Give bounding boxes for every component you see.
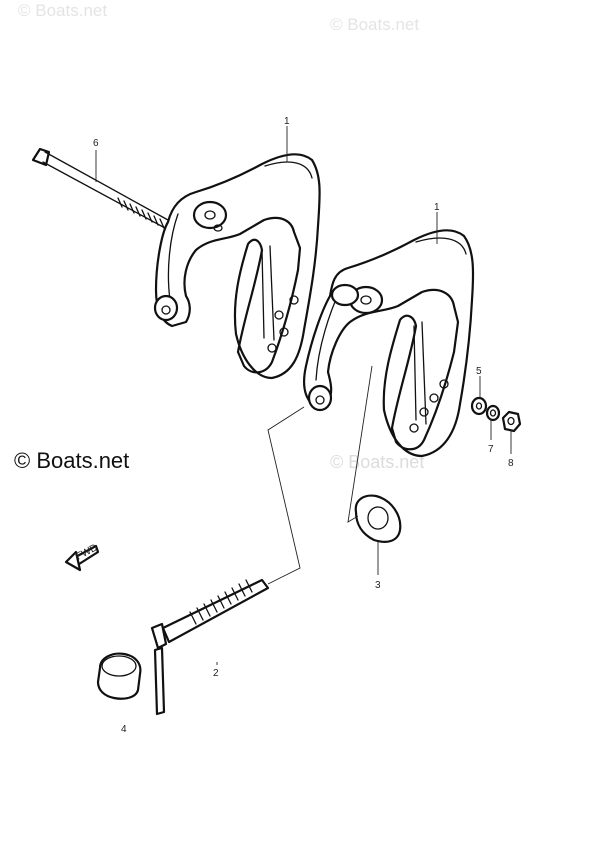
watermark-top-center: © Boats.net <box>330 15 419 34</box>
leader-lines <box>95 126 512 665</box>
cap-part <box>96 652 142 700</box>
upper-bracket-part <box>153 153 321 380</box>
washer-part <box>470 396 488 416</box>
callout-6: 6 <box>93 138 99 149</box>
callout-1-upper: 1 <box>284 116 290 127</box>
watermark-faint: © Boats.net <box>330 452 424 472</box>
callout-3: 3 <box>375 580 381 591</box>
nut-part <box>501 410 522 433</box>
callout-8: 8 <box>508 458 514 469</box>
watermark-main: © Boats.net <box>14 448 129 473</box>
callout-2: 2 <box>213 668 219 679</box>
clamp-pad-part <box>354 494 402 543</box>
callout-4: 4 <box>121 724 127 735</box>
callout-5: 5 <box>476 366 482 377</box>
fwd-arrow-icon: FWD <box>64 542 100 572</box>
callout-1-lower: 1 <box>434 202 440 213</box>
callout-7: 7 <box>488 444 494 455</box>
watermark-top-left: © Boats.net <box>18 1 107 20</box>
clamp-screw-part <box>150 578 270 716</box>
lower-bracket-part <box>302 229 475 458</box>
spring-washer-part <box>485 404 501 422</box>
bolt-part <box>31 147 169 229</box>
